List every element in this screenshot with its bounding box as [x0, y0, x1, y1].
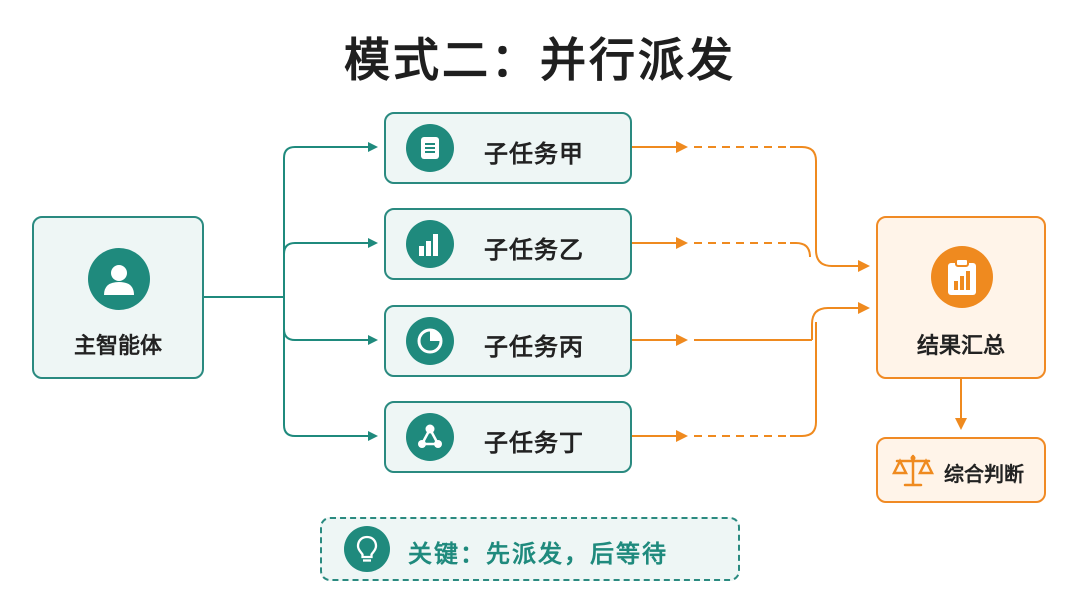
main-agent-label: 主智能体: [73, 334, 162, 359]
subtask-label-2: 子任务乙: [484, 236, 584, 264]
subtask-node-1[interactable]: 子任务甲: [384, 112, 632, 184]
page-title: 模式二：并行派发: [344, 33, 736, 87]
result-summary-node[interactable]: 结果汇总: [876, 216, 1046, 379]
document-icon: [406, 124, 454, 172]
connector-to-subtask-3: [283, 297, 378, 345]
judgement-node[interactable]: 综合判断: [876, 437, 1046, 503]
person-icon: [88, 248, 150, 310]
lightbulb-icon: [344, 526, 390, 572]
subtask-node-4[interactable]: 子任务丁: [384, 401, 632, 473]
bar-chart-icon: [406, 220, 454, 268]
result-summary-label: 结果汇总: [916, 334, 1005, 359]
subtask-label-1: 子任务甲: [484, 140, 584, 168]
connector-to-subtask-4: [283, 297, 378, 441]
subtask-label-4: 子任务丁: [484, 429, 584, 457]
main-agent-node[interactable]: 主智能体: [32, 216, 204, 379]
subtask-node-2[interactable]: 子任务乙: [384, 208, 632, 280]
network-icon: [406, 413, 454, 461]
pie-chart-icon: [406, 317, 454, 365]
scale-icon: [891, 453, 935, 493]
clipboard-chart-icon: [931, 246, 993, 308]
key-note-box: 关键：先派发，后等待: [320, 517, 740, 581]
connector-to-subtask-1: [283, 142, 378, 297]
subtask-label-3: 子任务丙: [484, 333, 584, 361]
connector-to-subtask-2: [283, 238, 378, 297]
judgement-label: 综合判断: [944, 462, 1024, 486]
key-note-label: 关键：先派发，后等待: [408, 540, 668, 568]
subtask-node-3[interactable]: 子任务丙: [384, 305, 632, 377]
